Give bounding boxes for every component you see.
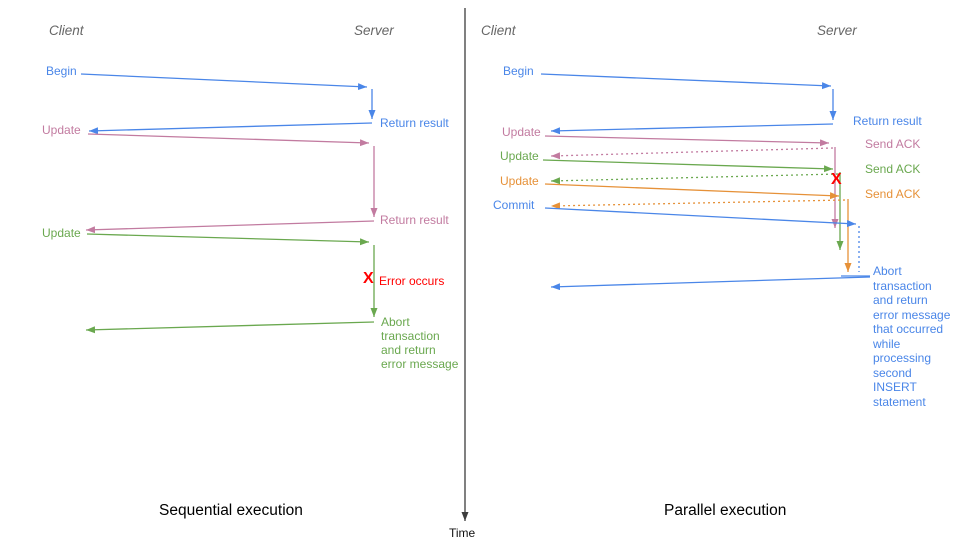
seq-update-2-request-arrow — [86, 233, 370, 246]
par-update-1-label: Update — [502, 125, 541, 139]
par-send-ack-2-label: Send ACK — [865, 162, 921, 176]
seq-server-header: Server — [354, 23, 394, 38]
par-send-ack-1-arrow — [550, 147, 834, 160]
par-update-3-label: Update — [500, 174, 539, 188]
seq-error-occurs-label: Error occurs — [379, 274, 445, 288]
seq-return-result-2-arrow — [85, 220, 375, 234]
par-update-1-request-arrow — [544, 135, 830, 147]
par-send-ack-3-arrow — [550, 199, 846, 210]
par-return-result-label: Return result — [853, 114, 922, 128]
par-update-3-request-arrow — [544, 183, 840, 200]
par-caption: Parallel execution — [664, 502, 787, 519]
seq-update-2-label: Update — [42, 226, 81, 240]
par-begin-label: Begin — [503, 64, 534, 78]
seq-abort-note: Abort transaction and return error messa… — [381, 315, 459, 371]
par-commit-request-arrow — [544, 207, 857, 228]
par-send-ack-1-label: Send ACK — [865, 137, 921, 151]
seq-return-result-2-label: Return result — [380, 213, 449, 227]
seq-return-result-1-label: Return result — [380, 116, 449, 130]
seq-update-1-label: Update — [42, 123, 81, 137]
par-update-2-label: Update — [500, 149, 539, 163]
par-error-x-icon: X — [831, 171, 842, 188]
seq-abort-return-arrow — [85, 321, 375, 334]
par-send-ack-3-label: Send ACK — [865, 187, 921, 201]
par-send-ack-2-arrow — [550, 173, 839, 185]
seq-update-1-request-arrow — [87, 133, 370, 147]
par-return-result-arrow — [550, 123, 834, 135]
par-commit-label: Commit — [493, 198, 535, 212]
par-server-header: Server — [817, 23, 857, 38]
par-client-header: Client — [481, 23, 516, 38]
seq-client-header: Client — [49, 23, 84, 38]
par-abort-note: Abort transaction and return error messa… — [873, 264, 951, 409]
seq-error-x-icon: X — [363, 270, 374, 287]
seq-caption: Sequential execution — [159, 502, 303, 519]
time-axis-label: Time — [449, 526, 476, 540]
par-abort-return-arrow — [550, 276, 871, 291]
par-begin-request-arrow — [540, 73, 832, 90]
seq-begin-request-arrow — [80, 73, 368, 91]
seq-return-result-1-arrow — [88, 122, 373, 135]
par-update-2-request-arrow — [542, 159, 834, 173]
seq-begin-label: Begin — [46, 64, 77, 78]
